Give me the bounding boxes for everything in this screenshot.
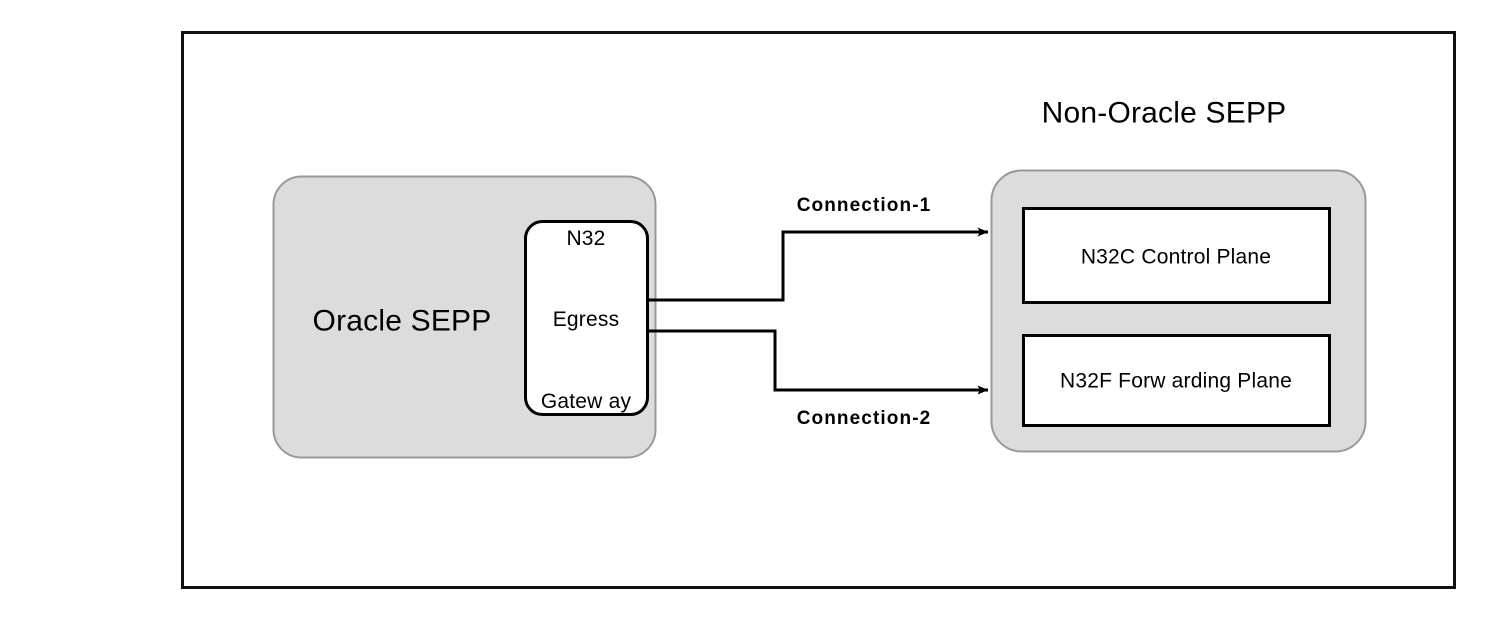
- n32c-control-plane-label: N32C Control Plane: [1080, 245, 1272, 269]
- n32c-control-plane-box[interactable]: [1022, 207, 1331, 304]
- n32f-forwarding-plane-box[interactable]: [1022, 334, 1331, 427]
- connection-2-label: Connection-2: [796, 407, 932, 429]
- connection-1-label: Connection-1: [796, 194, 932, 216]
- non-oracle-sepp-title: Non-Oracle SEPP: [1041, 96, 1287, 130]
- n32f-forwarding-plane-label: N32F Forw arding Plane: [1059, 369, 1293, 393]
- oracle-sepp-label: Oracle SEPP: [312, 304, 492, 338]
- n32-egress-gateway-label-line3: Gatew ay: [540, 390, 632, 414]
- connection-1-line[interactable]: [648, 227, 989, 302]
- connection-2-line[interactable]: [648, 329, 989, 395]
- n32-egress-gateway-label: N32 Egress Gatew ay: [526, 170, 646, 470]
- n32-egress-gateway-label-line1: N32: [566, 226, 606, 250]
- n32-egress-gateway-label-line2: Egress: [552, 308, 620, 332]
- n32-egress-gateway-box[interactable]: [524, 220, 649, 416]
